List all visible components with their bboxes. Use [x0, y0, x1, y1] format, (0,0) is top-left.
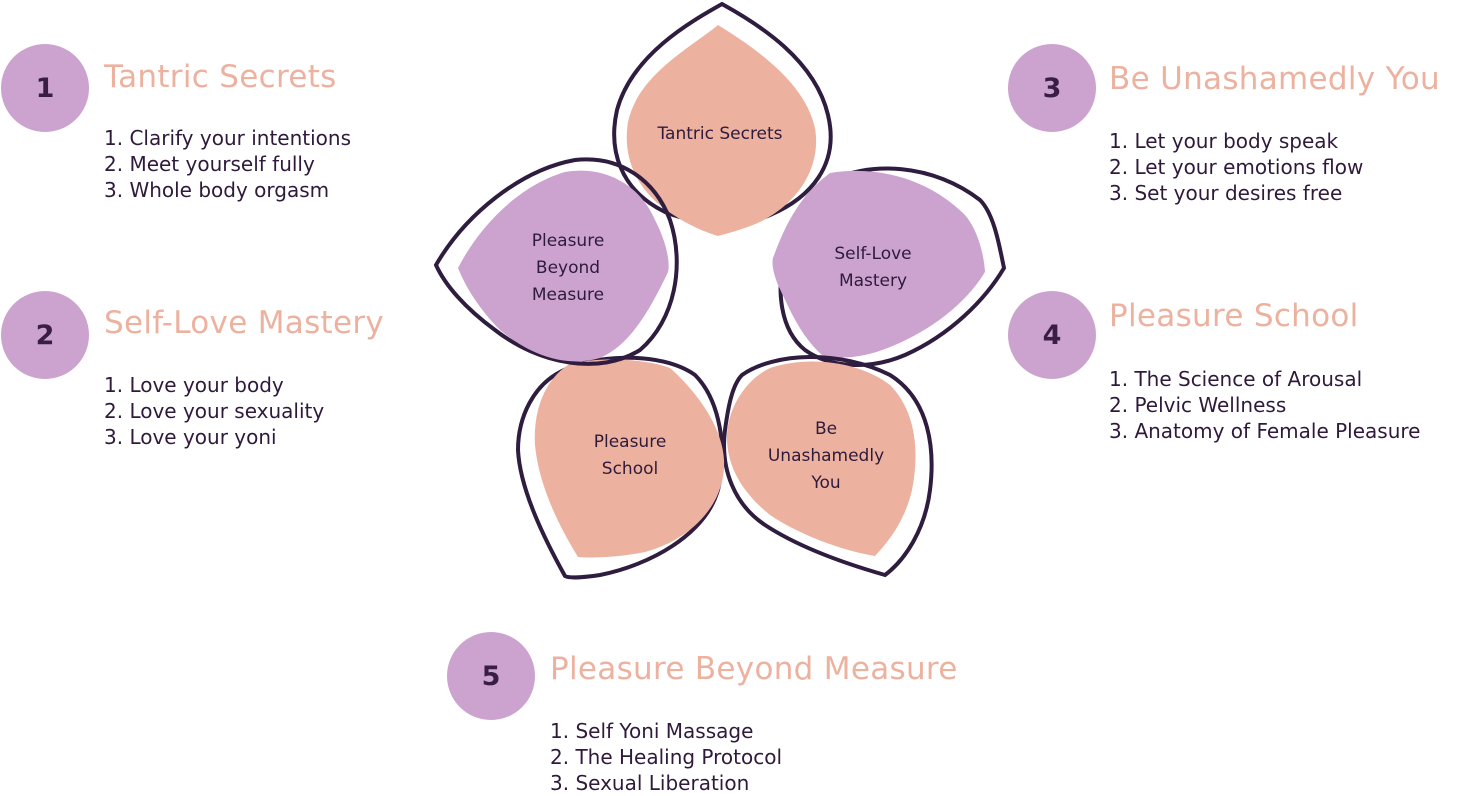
- list-item: 2. Let your emotions flow: [1109, 155, 1364, 179]
- petal-left-label-1: Beyond: [536, 258, 600, 278]
- module-title: Self-Love Mastery: [104, 305, 385, 341]
- petal-bottom-left-fill: [534, 359, 725, 558]
- list-item: 2. The Healing Protocol: [550, 745, 783, 769]
- petal-bottom-right-label-2: You: [810, 473, 840, 493]
- petal-bottom-left: Pleasure School: [515, 355, 725, 580]
- petal-bottom-right-fill: [726, 361, 916, 556]
- number-badge: 4: [1008, 291, 1096, 379]
- module-item-list: 1. Self Yoni Massage 2. The Healing Prot…: [550, 718, 782, 796]
- petal-bottom-left-label-0: Pleasure: [594, 432, 667, 452]
- module-title: Pleasure School: [1109, 298, 1359, 334]
- module-title: Pleasure Beyond Measure: [550, 651, 958, 687]
- list-item: 2. Love your sexuality: [104, 399, 325, 423]
- petal-left: Pleasure Beyond Measure: [433, 157, 679, 366]
- list-item: 2. Pelvic Wellness: [1109, 393, 1287, 417]
- list-item: 1. Clarify your intentions: [104, 126, 351, 150]
- list-item: 2. Meet yourself fully: [104, 152, 315, 176]
- list-item: 3. Anatomy of Female Pleasure: [1109, 419, 1421, 443]
- module-item-list: 1. Clarify your intentions 2. Meet yours…: [104, 125, 351, 203]
- number-badge: 3: [1008, 44, 1096, 132]
- petal-right: Self-Love Mastery: [772, 166, 1007, 368]
- list-item: 3. Sexual Liberation: [550, 771, 750, 795]
- list-item: 3. Set your desires free: [1109, 181, 1343, 205]
- module-item-list: 1. Love your body 2. Love your sexuality…: [104, 372, 324, 450]
- petal-left-outline: [433, 157, 679, 366]
- number-badge: 5: [447, 632, 535, 720]
- list-item: 1. Love your body: [104, 373, 284, 397]
- petal-bottom-right: Be Unashamedly You: [722, 355, 934, 578]
- module-item-list: 1. Let your body speak 2. Let your emoti…: [1109, 128, 1363, 206]
- number-badge: 2: [1, 291, 89, 379]
- list-item: 1. Self Yoni Massage: [550, 719, 754, 743]
- petal-bottom-left-label-1: School: [602, 459, 658, 479]
- number-badge: 1: [1, 44, 89, 132]
- petal-right-label-1: Mastery: [839, 271, 907, 291]
- module-title: Be Unashamedly You: [1109, 61, 1440, 97]
- petal-bottom-left-outline: [515, 355, 725, 580]
- petal-top-label-0: Tantric Secrets: [656, 124, 782, 144]
- petal-left-label-2: Measure: [532, 285, 604, 305]
- module-title: Tantric Secrets: [104, 59, 337, 95]
- petal-left-fill: [458, 170, 669, 362]
- petal-left-label-0: Pleasure: [532, 231, 605, 251]
- petal-right-fill: [772, 170, 985, 358]
- petal-bottom-right-outline: [722, 355, 934, 578]
- list-item: 3. Love your yoni: [104, 425, 277, 449]
- petal-top: Tantric Secrets: [612, 1, 833, 236]
- petal-top-fill: [626, 25, 817, 236]
- petal-right-label-0: Self-Love: [834, 244, 911, 264]
- list-item: 1. Let your body speak: [1109, 129, 1339, 153]
- petal-bottom-right-label-1: Unashamedly: [768, 446, 884, 466]
- list-item: 1. The Science of Arousal: [1109, 367, 1363, 391]
- petal-bottom-right-label-0: Be: [815, 419, 837, 439]
- module-item-list: 1. The Science of Arousal 2. Pelvic Well…: [1109, 366, 1420, 444]
- list-item: 3. Whole body orgasm: [104, 178, 330, 202]
